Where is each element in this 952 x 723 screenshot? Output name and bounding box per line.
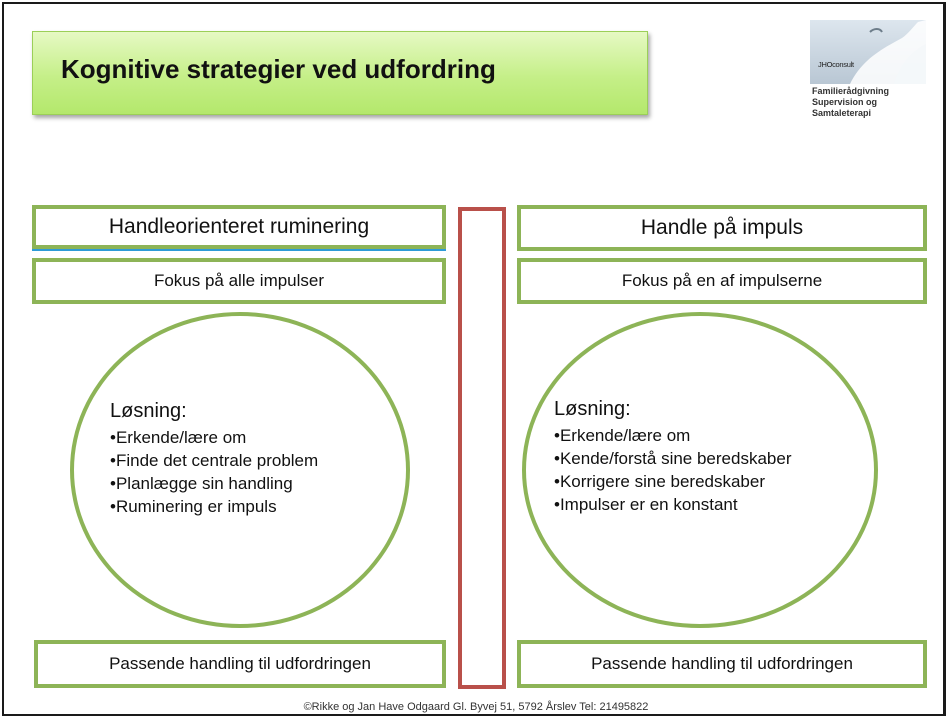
left-bullet: •Erkende/lære om [110, 428, 247, 447]
right-bullet: •Erkende/lære om [554, 426, 691, 445]
left-subheading-box: Fokus på alle impulser [32, 258, 446, 304]
left-solution-text: Løsning: •Erkende/lære om •Finde det cen… [110, 396, 318, 518]
left-bullet: •Planlægge sin handling [110, 474, 293, 493]
slide: Kognitive strategier ved udfordring JHOc… [2, 2, 946, 716]
logo-line: Familierådgivning [812, 86, 890, 96]
right-bullet: •Korrigere sine beredskaber [554, 472, 766, 491]
swan-icon [850, 20, 926, 84]
logo-text: Familierådgivning Supervision og Samtale… [812, 86, 889, 119]
center-divider [458, 207, 506, 689]
logo: JHOconsult [810, 20, 926, 84]
logo-brand: JHOconsult [818, 60, 854, 69]
slide-title: Kognitive strategier ved udfordring [61, 54, 496, 84]
left-solution-title: Løsning: [110, 400, 187, 422]
logo-line: Supervision og [812, 97, 878, 107]
title-box: Kognitive strategier ved udfordring [32, 31, 648, 115]
right-subheading-box: Fokus på en af impulserne [517, 258, 927, 304]
right-solution-title: Løsning: [554, 398, 631, 420]
footer: ©Rikke og Jan Have Odgaard Gl. Byvej 51,… [303, 701, 649, 713]
left-solution-circle [70, 312, 410, 628]
left-heading: Handleorienteret ruminering [108, 215, 370, 238]
right-heading-box: Handle på impuls [517, 205, 927, 251]
right-bottom: Passende handling til udfordringen [591, 654, 853, 673]
right-bullet: •Kende/forstå sine beredskaber [554, 449, 792, 468]
right-solution-text: Løsning: •Erkende/lære om •Kende/forstå … [554, 394, 792, 516]
right-solution-circle [522, 312, 878, 628]
left-bullet: •Ruminering er impuls [110, 497, 277, 516]
left-subheading: Fokus på alle impulser [153, 271, 325, 290]
left-bottom: Passende handling til udfordringen [109, 654, 371, 673]
right-bullet: •Impulser er en konstant [554, 495, 738, 514]
right-heading: Handle på impuls [640, 216, 804, 239]
logo-line: Samtaleterapi [812, 108, 872, 118]
left-heading-box: Handleorienteret ruminering [32, 205, 446, 249]
left-bottom-box: Passende handling til udfordringen [34, 640, 446, 688]
right-subheading: Fokus på en af impulserne [621, 271, 823, 290]
left-bullet: •Finde det centrale problem [110, 451, 319, 470]
right-bottom-box: Passende handling til udfordringen [517, 640, 927, 688]
